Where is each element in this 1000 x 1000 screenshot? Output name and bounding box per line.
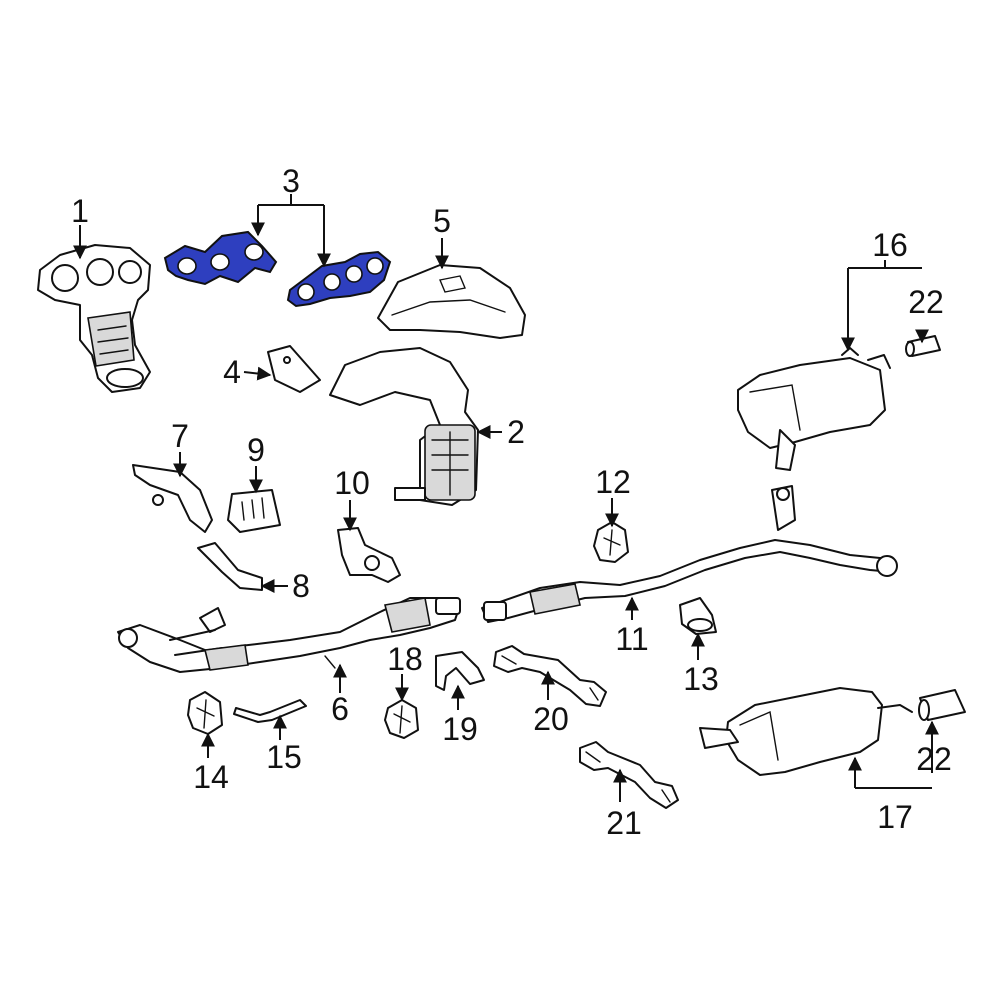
part-8-bracket[interactable] [197, 542, 263, 591]
part-11-center-pipe[interactable] [481, 485, 898, 623]
callout-15: 15 [266, 739, 302, 775]
part-1-manifold-converter[interactable] [37, 244, 151, 393]
leader-lines [73, 194, 939, 802]
callout-12: 12 [595, 464, 631, 500]
callout-22-lower: 22 [916, 741, 952, 777]
callout-21: 21 [606, 805, 642, 841]
callout-1: 1 [71, 193, 89, 229]
callout-14: 14 [193, 759, 229, 795]
part-16-muffler[interactable] [737, 347, 891, 471]
part-4-bracket[interactable] [267, 345, 321, 393]
part-3-gasket-left[interactable] [163, 230, 278, 286]
part-12-hanger[interactable] [593, 521, 629, 563]
callout-11: 11 [615, 621, 648, 657]
callout-13: 13 [683, 661, 719, 697]
callout-labels: 1 2 3 4 5 6 7 8 9 10 11 12 13 14 15 16 1… [71, 163, 952, 841]
part-20-hanger-bracket[interactable] [493, 645, 607, 707]
callout-7: 7 [171, 418, 189, 454]
part-14-hanger[interactable] [187, 691, 223, 735]
callout-22-upper: 22 [908, 284, 944, 320]
part-15-bracket[interactable] [233, 699, 307, 723]
callout-8: 8 [292, 568, 310, 604]
part-7-bracket[interactable] [132, 464, 213, 533]
part-17-muffler[interactable] [699, 687, 913, 776]
part-9-insulator[interactable] [227, 489, 281, 533]
callout-2: 2 [507, 414, 525, 450]
callout-17: 17 [877, 799, 913, 835]
callout-18: 18 [387, 641, 423, 677]
callout-9: 9 [247, 432, 265, 468]
part-2-manifold-converter[interactable] [329, 347, 479, 506]
callout-16: 16 [872, 227, 908, 263]
part-13-clamp[interactable] [679, 597, 717, 635]
callout-19: 19 [442, 711, 478, 747]
part-6-front-pipe[interactable] [117, 597, 461, 673]
callout-4: 4 [223, 354, 241, 390]
part-10-bracket[interactable] [337, 527, 401, 583]
part-22-tip-lower[interactable] [918, 689, 966, 721]
callout-20: 20 [533, 701, 569, 737]
part-5-heat-shield[interactable] [377, 264, 526, 339]
part-21-hanger-bracket[interactable] [579, 741, 679, 809]
callout-6: 6 [331, 691, 349, 727]
part-19-bracket[interactable] [435, 651, 485, 691]
part-3-gasket-right[interactable] [286, 250, 392, 308]
callout-10: 10 [334, 465, 370, 501]
callout-5: 5 [433, 203, 451, 239]
part-18-hanger[interactable] [384, 699, 419, 739]
callout-3: 3 [282, 163, 300, 199]
